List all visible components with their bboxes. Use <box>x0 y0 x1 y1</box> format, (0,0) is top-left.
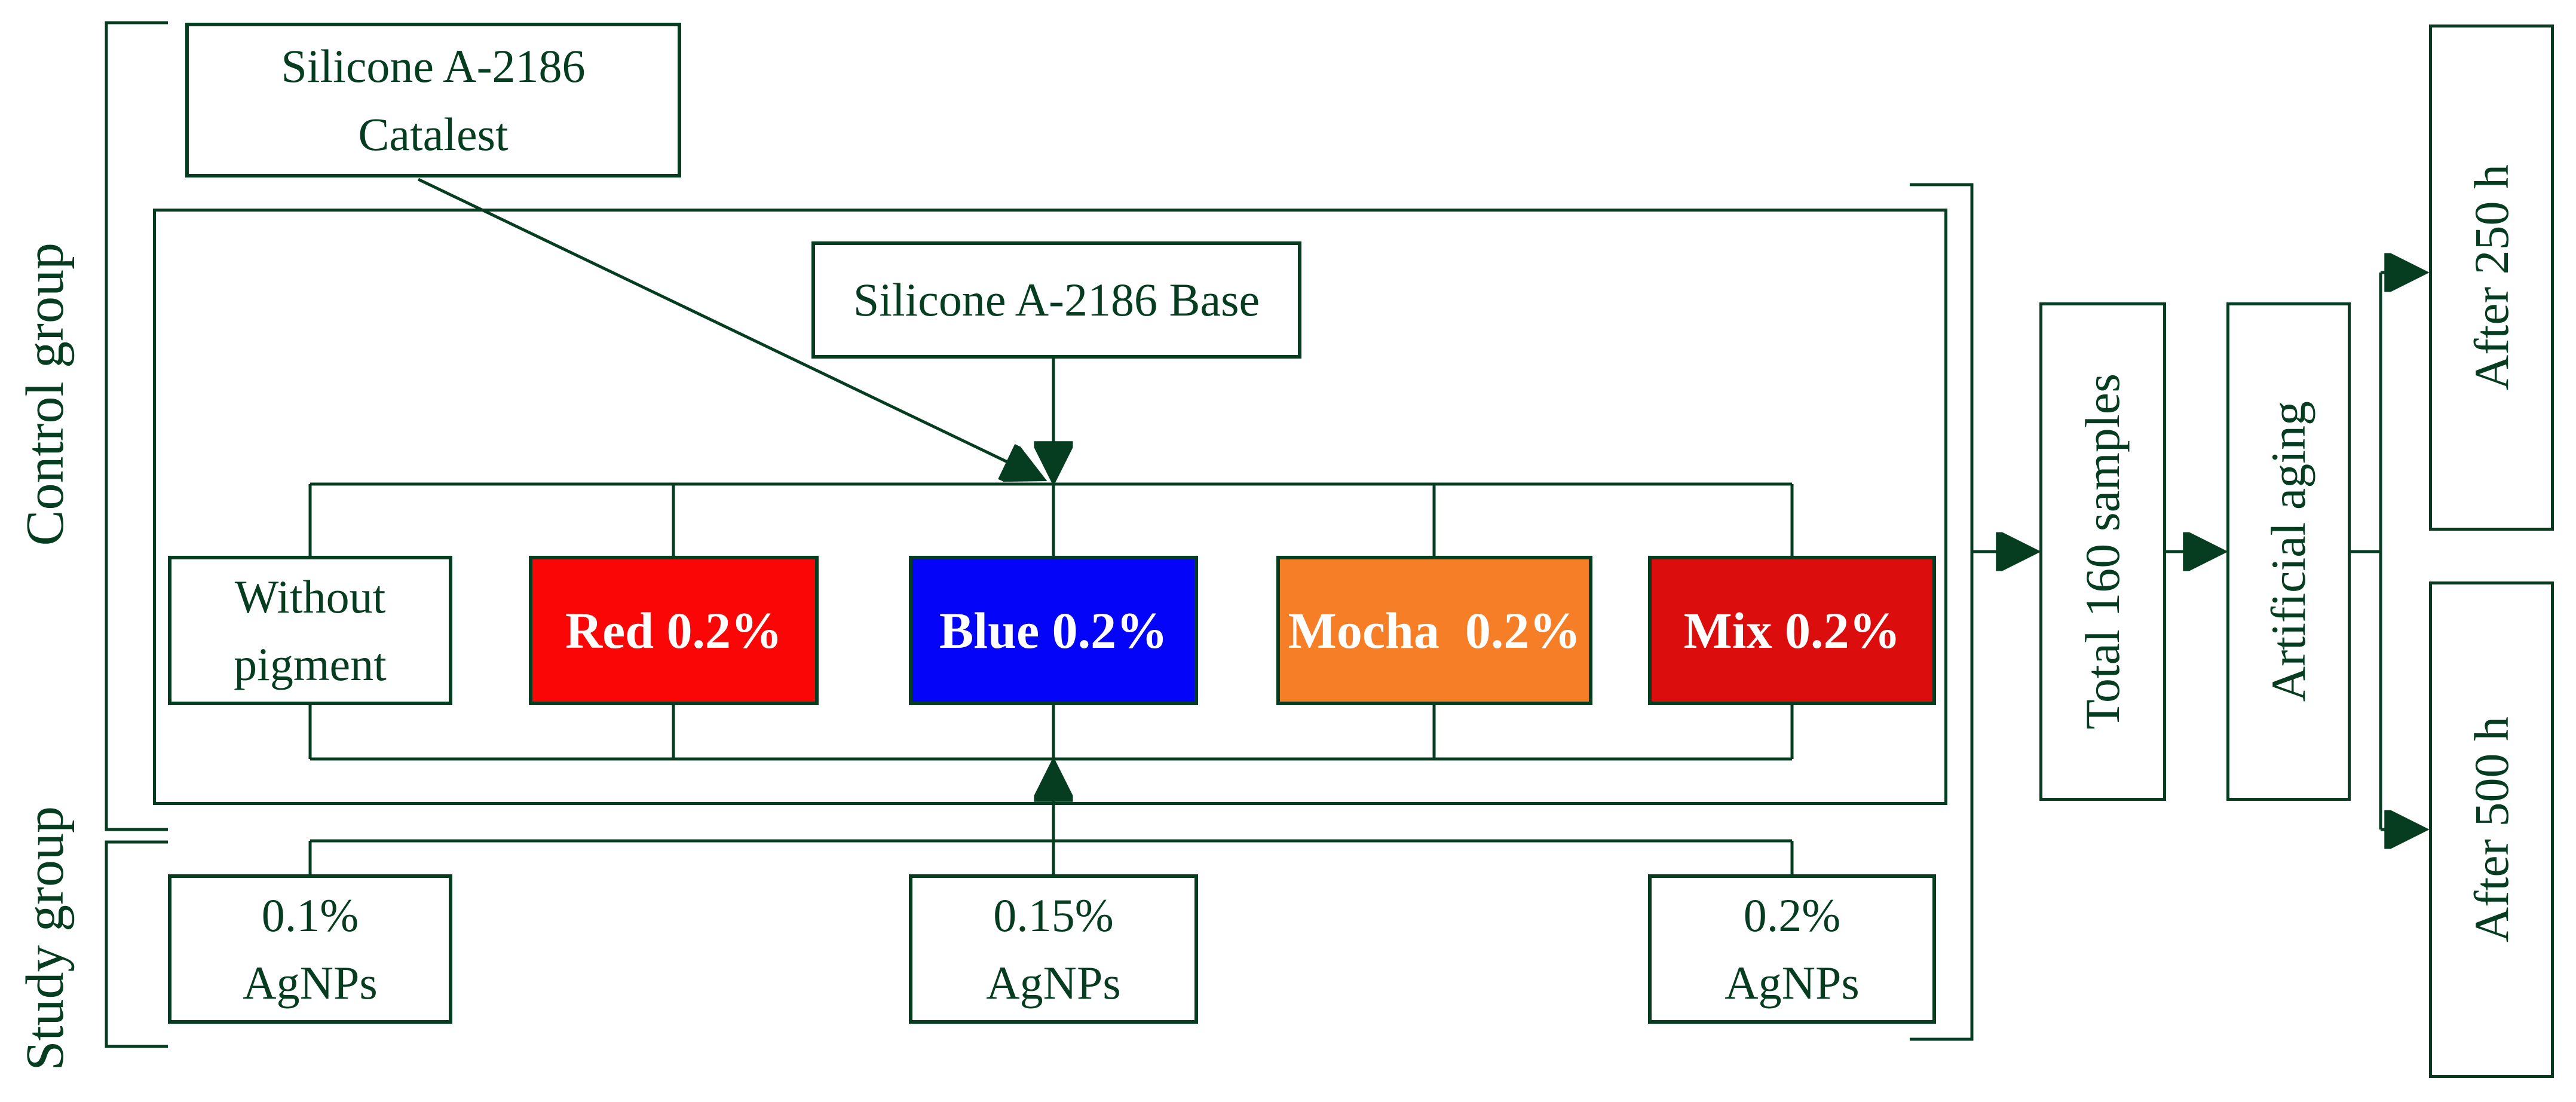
blue-pigment-box: Blue 0.2% <box>909 556 1198 705</box>
study-group-bracket <box>105 840 168 1048</box>
mocha-pigment-label: Mocha 0.2% <box>1288 601 1581 659</box>
agnps-01-label: 0.1% AgNPs <box>243 889 378 1009</box>
catalest-box: Silicone A-2186 Catalest <box>185 23 681 177</box>
agnps-02-label: 0.2% AgNPs <box>1725 889 1860 1009</box>
blue-pigment-label: Blue 0.2% <box>939 601 1168 659</box>
study-group-label: Study group <box>6 801 84 1076</box>
base-box: Silicone A-2186 Base <box>811 241 1301 359</box>
mix-pigment-box: Mix 0.2% <box>1648 556 1936 705</box>
agnps-01-box: 0.1% AgNPs <box>168 874 452 1024</box>
without-pigment-box: Without pigment <box>168 556 452 705</box>
artificial-aging-box: Artificial aging <box>2226 302 2351 801</box>
agnps-015-box: 0.15% AgNPs <box>909 874 1198 1024</box>
control-group-text: Control group <box>15 243 75 546</box>
mocha-pigment-box: Mocha 0.2% <box>1276 556 1592 705</box>
without-pigment-label: Without pigment <box>234 570 387 690</box>
after-500h-box: After 500 h <box>2429 581 2554 1078</box>
study-group-text: Study group <box>15 806 75 1071</box>
mix-pigment-label: Mix 0.2% <box>1683 601 1901 659</box>
total-samples-label: Total 160 samples <box>2075 374 2130 730</box>
after-250h-label: After 250 h <box>2464 164 2519 391</box>
after-250h-box: After 250 h <box>2429 25 2554 531</box>
agnps-02-box: 0.2% AgNPs <box>1648 874 1936 1024</box>
catalest-box-label: Silicone A-2186 Catalest <box>281 40 586 160</box>
control-group-label: Control group <box>6 239 84 550</box>
red-pigment-label: Red 0.2% <box>565 601 783 659</box>
red-pigment-box: Red 0.2% <box>529 556 819 705</box>
base-box-label: Silicone A-2186 Base <box>853 274 1260 326</box>
after-500h-label: After 500 h <box>2464 717 2519 943</box>
total-samples-box: Total 160 samples <box>2039 302 2166 801</box>
artificial-aging-label: Artificial aging <box>2261 401 2315 702</box>
agnps-015-label: 0.15% AgNPs <box>986 889 1121 1009</box>
